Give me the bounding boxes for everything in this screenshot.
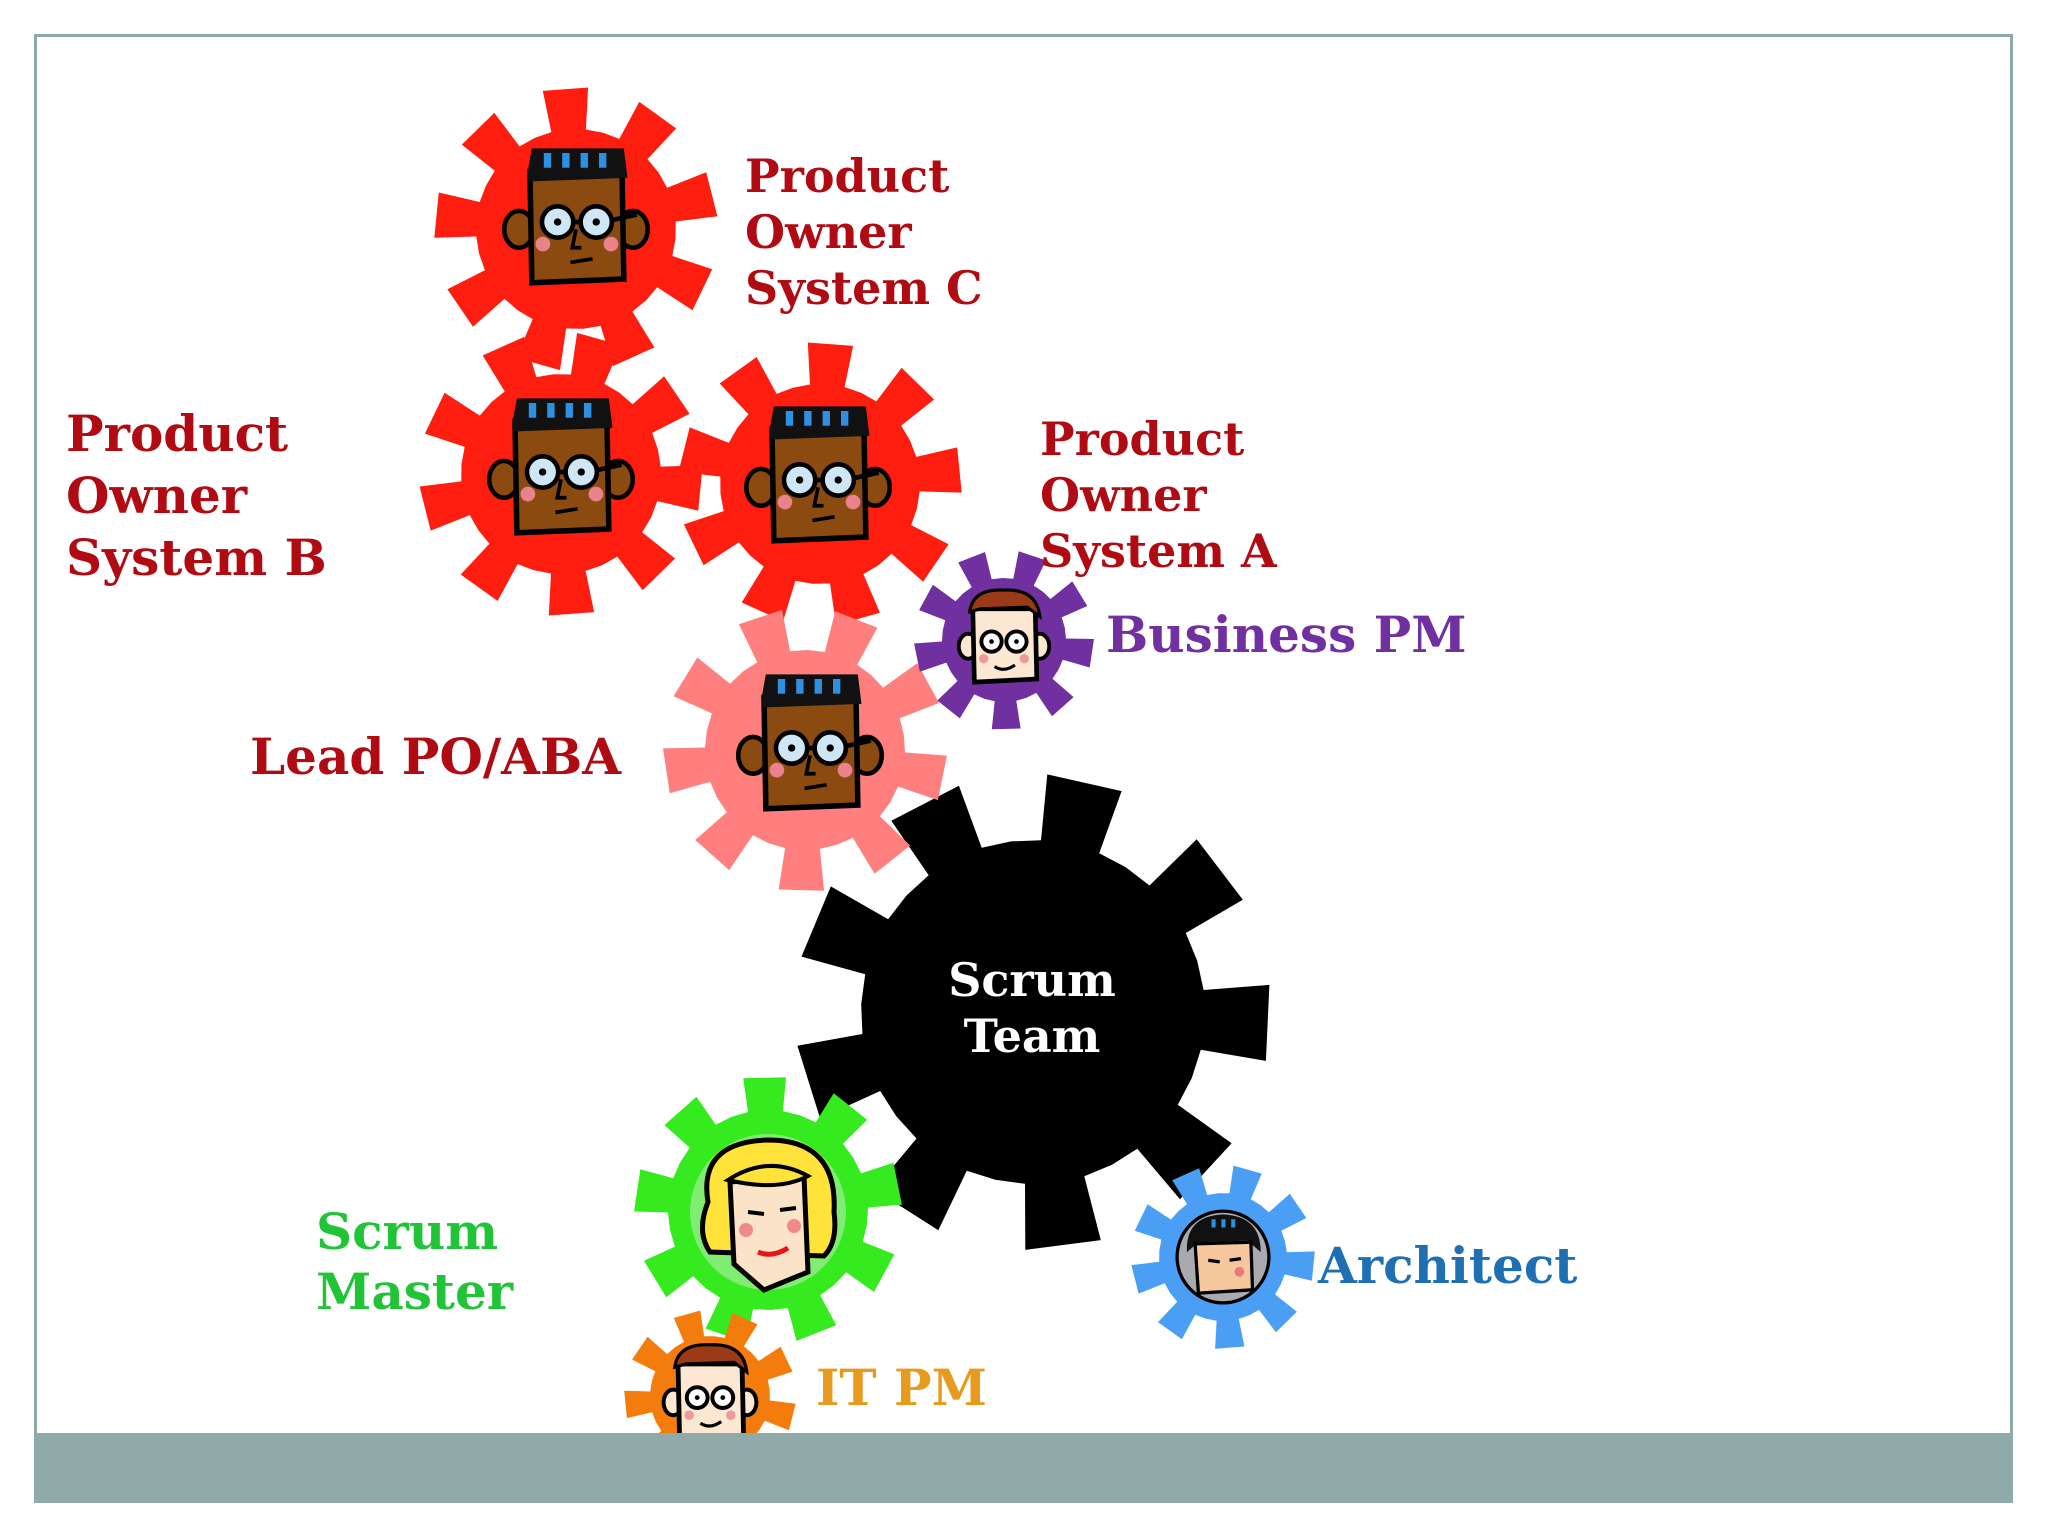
label-architect: Architect xyxy=(1318,1236,1578,1295)
slide-frame xyxy=(34,34,2013,1499)
scrum-team-gear xyxy=(797,774,1270,1250)
scrum-master-face-icon xyxy=(690,1134,846,1293)
footer-bar xyxy=(34,1433,2013,1503)
business-pm-face-icon xyxy=(956,588,1052,685)
label-business-pm: Business PM xyxy=(1106,605,1467,664)
product-owner-face-icon xyxy=(735,674,885,812)
label-po-system-c: Product Owner System C xyxy=(745,149,983,315)
scrum-team-gear-shape xyxy=(797,774,1270,1250)
product-owner-system-a-gear xyxy=(678,342,962,626)
label-scrum-master: Scrum Master xyxy=(316,1202,514,1321)
product-owner-face-icon xyxy=(743,406,893,544)
architect-gear xyxy=(1131,1165,1315,1349)
product-owner-face-icon xyxy=(501,148,651,286)
label-po-system-a: Product Owner System A xyxy=(1040,412,1277,578)
it-pm-face-icon xyxy=(661,1343,759,1442)
product-owner-face-icon xyxy=(486,398,636,536)
label-po-system-b: Product Owner System B xyxy=(66,404,327,587)
label-it-pm: IT PM xyxy=(816,1358,987,1417)
label-lead-po: Lead PO/ABA xyxy=(250,727,621,786)
lead-po-gear xyxy=(663,609,947,891)
architect-face-icon xyxy=(1175,1209,1271,1305)
label-scrum-team: Scrum Team xyxy=(948,953,1116,1063)
business-pm-gear xyxy=(914,551,1094,730)
scrum-master-gear xyxy=(634,1077,902,1343)
product-owner-system-c-gear xyxy=(434,87,718,371)
product-owner-system-b-gear xyxy=(419,332,703,616)
